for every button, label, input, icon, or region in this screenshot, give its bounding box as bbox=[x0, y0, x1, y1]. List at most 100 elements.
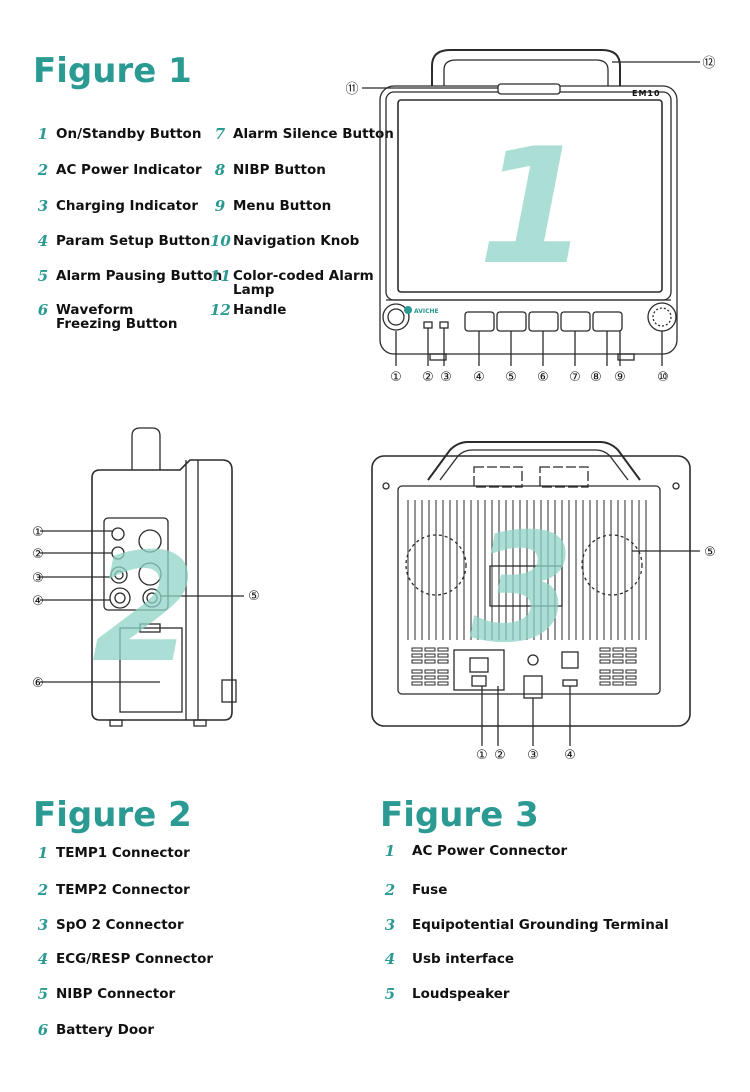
number-badge: 7 bbox=[214, 125, 226, 143]
legend-item: 6 Battery Door bbox=[33, 1021, 155, 1040]
figure-3-watermark: 3 bbox=[470, 502, 574, 676]
number-badge: 9 bbox=[214, 197, 226, 215]
legend-label: Navigation Knob bbox=[233, 233, 360, 249]
number-badge: 3 bbox=[37, 916, 49, 934]
legend-label: ECG/RESP Connector bbox=[56, 951, 214, 967]
figure-3-title: Figure 3 bbox=[380, 795, 539, 835]
number-badge: 1 bbox=[384, 842, 396, 860]
legend-label: AC Power Connector bbox=[412, 843, 568, 859]
number-badge: 2 bbox=[37, 161, 49, 179]
callout-3: ③ bbox=[440, 370, 452, 385]
legend-label: AC Power Indicator bbox=[56, 162, 202, 178]
grill-slot bbox=[437, 647, 449, 652]
legend-label: Handle bbox=[233, 302, 287, 318]
grill-slot bbox=[411, 653, 423, 658]
grill-slot bbox=[424, 659, 436, 664]
callout-1: ① bbox=[32, 525, 44, 540]
number-badge: 5 bbox=[37, 985, 49, 1003]
grill-slot bbox=[599, 653, 611, 658]
figure-2-watermark: 2 bbox=[92, 522, 196, 696]
grill-slot bbox=[612, 647, 624, 652]
grill-slot bbox=[612, 659, 624, 664]
number-badge: 6 bbox=[37, 301, 49, 319]
callout-6: ⑥ bbox=[32, 676, 44, 691]
figure-1-watermark: 1 bbox=[478, 113, 589, 300]
callout-3: ③ bbox=[32, 571, 44, 586]
grill-slot bbox=[625, 669, 637, 674]
number-badge: 3 bbox=[384, 916, 396, 934]
legend-item: 11 Color-coded Alarm Lamp bbox=[210, 267, 375, 298]
callout-2: ② bbox=[422, 370, 434, 385]
vent-slots bbox=[407, 500, 647, 640]
grill-slot bbox=[599, 669, 611, 674]
legend-item: 2 TEMP2 Connector bbox=[33, 881, 190, 900]
grill-slot bbox=[612, 653, 624, 658]
callout-1: ① bbox=[476, 748, 488, 763]
model-label: EM10 bbox=[632, 89, 661, 98]
legend-item: 9 Menu Button bbox=[210, 197, 332, 216]
number-badge: 2 bbox=[37, 881, 49, 899]
legend-item: 1 TEMP1 Connector bbox=[33, 844, 190, 863]
callout-4: ④ bbox=[564, 748, 576, 763]
legend-label: Equipotential Grounding Terminal bbox=[412, 917, 669, 933]
figure-2-title: Figure 2 bbox=[33, 795, 192, 835]
legend-item: 4 ECG/RESP Connector bbox=[33, 950, 214, 969]
grill-slot bbox=[411, 675, 423, 680]
legend-item: 3 Equipotential Grounding Terminal bbox=[380, 916, 669, 935]
grill-slot bbox=[424, 681, 436, 686]
number-badge: 4 bbox=[37, 950, 49, 968]
legend-item: 12 Handle bbox=[210, 301, 287, 320]
callout-1: ① bbox=[390, 370, 402, 385]
grill-slot bbox=[599, 675, 611, 680]
legend-item: 5 Alarm Pausing Button bbox=[33, 267, 223, 286]
grill-blocks bbox=[411, 647, 637, 686]
number-badge: 6 bbox=[37, 1021, 49, 1039]
callout-12: ⑫ bbox=[702, 56, 715, 71]
legend-item: 1 AC Power Connector bbox=[380, 842, 568, 861]
grill-slot bbox=[437, 669, 449, 674]
grill-slot bbox=[625, 659, 637, 664]
legend-item: 6 Waveform Freezing Button bbox=[33, 301, 198, 331]
legend-label: Param Setup Button bbox=[56, 233, 211, 249]
grill-slot bbox=[612, 669, 624, 674]
legend-label: Charging Indicator bbox=[56, 198, 198, 214]
grill-slot bbox=[625, 675, 637, 680]
number-badge: 5 bbox=[384, 985, 396, 1003]
legend-label: Color-coded Alarm Lamp bbox=[233, 268, 374, 298]
callout-9: ⑨ bbox=[614, 370, 626, 385]
callout-10: ⑩ bbox=[657, 370, 669, 385]
grill-slot bbox=[625, 647, 637, 652]
number-badge: 8 bbox=[214, 161, 226, 179]
legend-label: NIBP Connector bbox=[56, 986, 176, 1002]
legend-label: On/Standby Button bbox=[56, 126, 202, 142]
callout-11: ⑪ bbox=[345, 82, 358, 97]
legend-label: Menu Button bbox=[233, 198, 332, 214]
number-badge: 5 bbox=[37, 267, 49, 285]
grill-slot bbox=[424, 669, 436, 674]
grill-slot bbox=[612, 681, 624, 686]
legend-item: 5 Loudspeaker bbox=[380, 985, 510, 1004]
legend-label: Alarm Pausing Button bbox=[56, 268, 223, 284]
callout-2: ② bbox=[494, 748, 506, 763]
number-badge: 10 bbox=[210, 232, 231, 250]
legend-item: 4 Param Setup Button bbox=[33, 232, 211, 251]
callout-7: ⑦ bbox=[569, 370, 581, 385]
callout-5: ⑤ bbox=[704, 545, 716, 560]
legend-item: 3 SpO 2 Connector bbox=[33, 916, 184, 935]
number-badge: 2 bbox=[384, 881, 396, 899]
grill-slot bbox=[411, 681, 423, 686]
callout-2: ② bbox=[32, 547, 44, 562]
grill-slot bbox=[599, 647, 611, 652]
legend-item: 2 Fuse bbox=[380, 881, 448, 900]
number-badge: 4 bbox=[384, 950, 396, 968]
legend-label: TEMP2 Connector bbox=[56, 882, 190, 898]
legend-label: SpO 2 Connector bbox=[56, 917, 184, 933]
legend-item: 2 AC Power Indicator bbox=[33, 161, 202, 180]
number-badge: 4 bbox=[37, 232, 49, 250]
grill-slot bbox=[625, 653, 637, 658]
legend-label: Battery Door bbox=[56, 1022, 155, 1038]
grill-slot bbox=[437, 659, 449, 664]
grill-slot bbox=[411, 669, 423, 674]
grill-slot bbox=[437, 681, 449, 686]
number-badge: 11 bbox=[210, 267, 231, 285]
